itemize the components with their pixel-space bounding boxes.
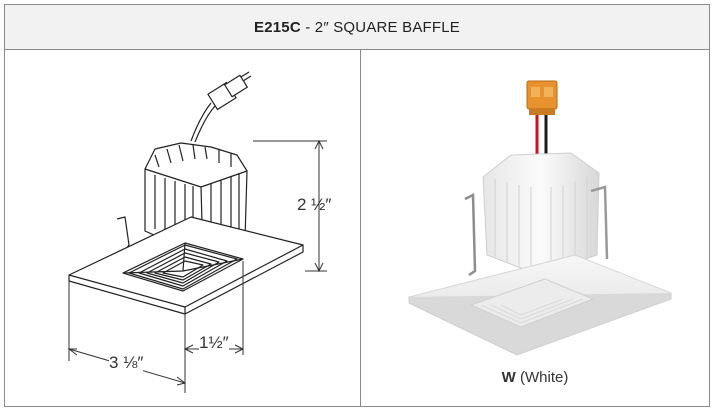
heat-sink-photo [482, 152, 600, 276]
right-clip [590, 185, 609, 260]
finish-name: (White) [515, 369, 569, 386]
height-dimension-label: 2 ½″ [297, 195, 332, 214]
trim-flange-photo [407, 254, 673, 356]
left-clip [464, 193, 477, 277]
model-number: E215C [253, 18, 301, 36]
spec-sheet: E215C - 2″ SQUARE BAFFLE [4, 4, 710, 407]
width-dimension-label: 3 ⅛″ [109, 353, 144, 373]
finish-code: W [501, 369, 516, 386]
title-separator: - [300, 18, 315, 36]
product-photo [407, 80, 673, 356]
product-photo-panel: W (White) [361, 49, 709, 406]
connector-illustration [190, 71, 252, 143]
header-bar: E215C - 2″ SQUARE BAFFLE [5, 5, 709, 50]
line-drawing [67, 71, 327, 393]
panel-divider [360, 49, 361, 406]
line-drawing-panel: 2 ½″ 1½″ 3 ⅛″ [5, 49, 360, 406]
trim-flange-illustration [68, 216, 304, 315]
product-description: 2″ SQUARE BAFFLE [314, 18, 461, 36]
aperture-dimension-label: 1½″ [199, 333, 229, 353]
connector-icon [526, 80, 558, 115]
finish-caption: W (White) [361, 369, 709, 386]
